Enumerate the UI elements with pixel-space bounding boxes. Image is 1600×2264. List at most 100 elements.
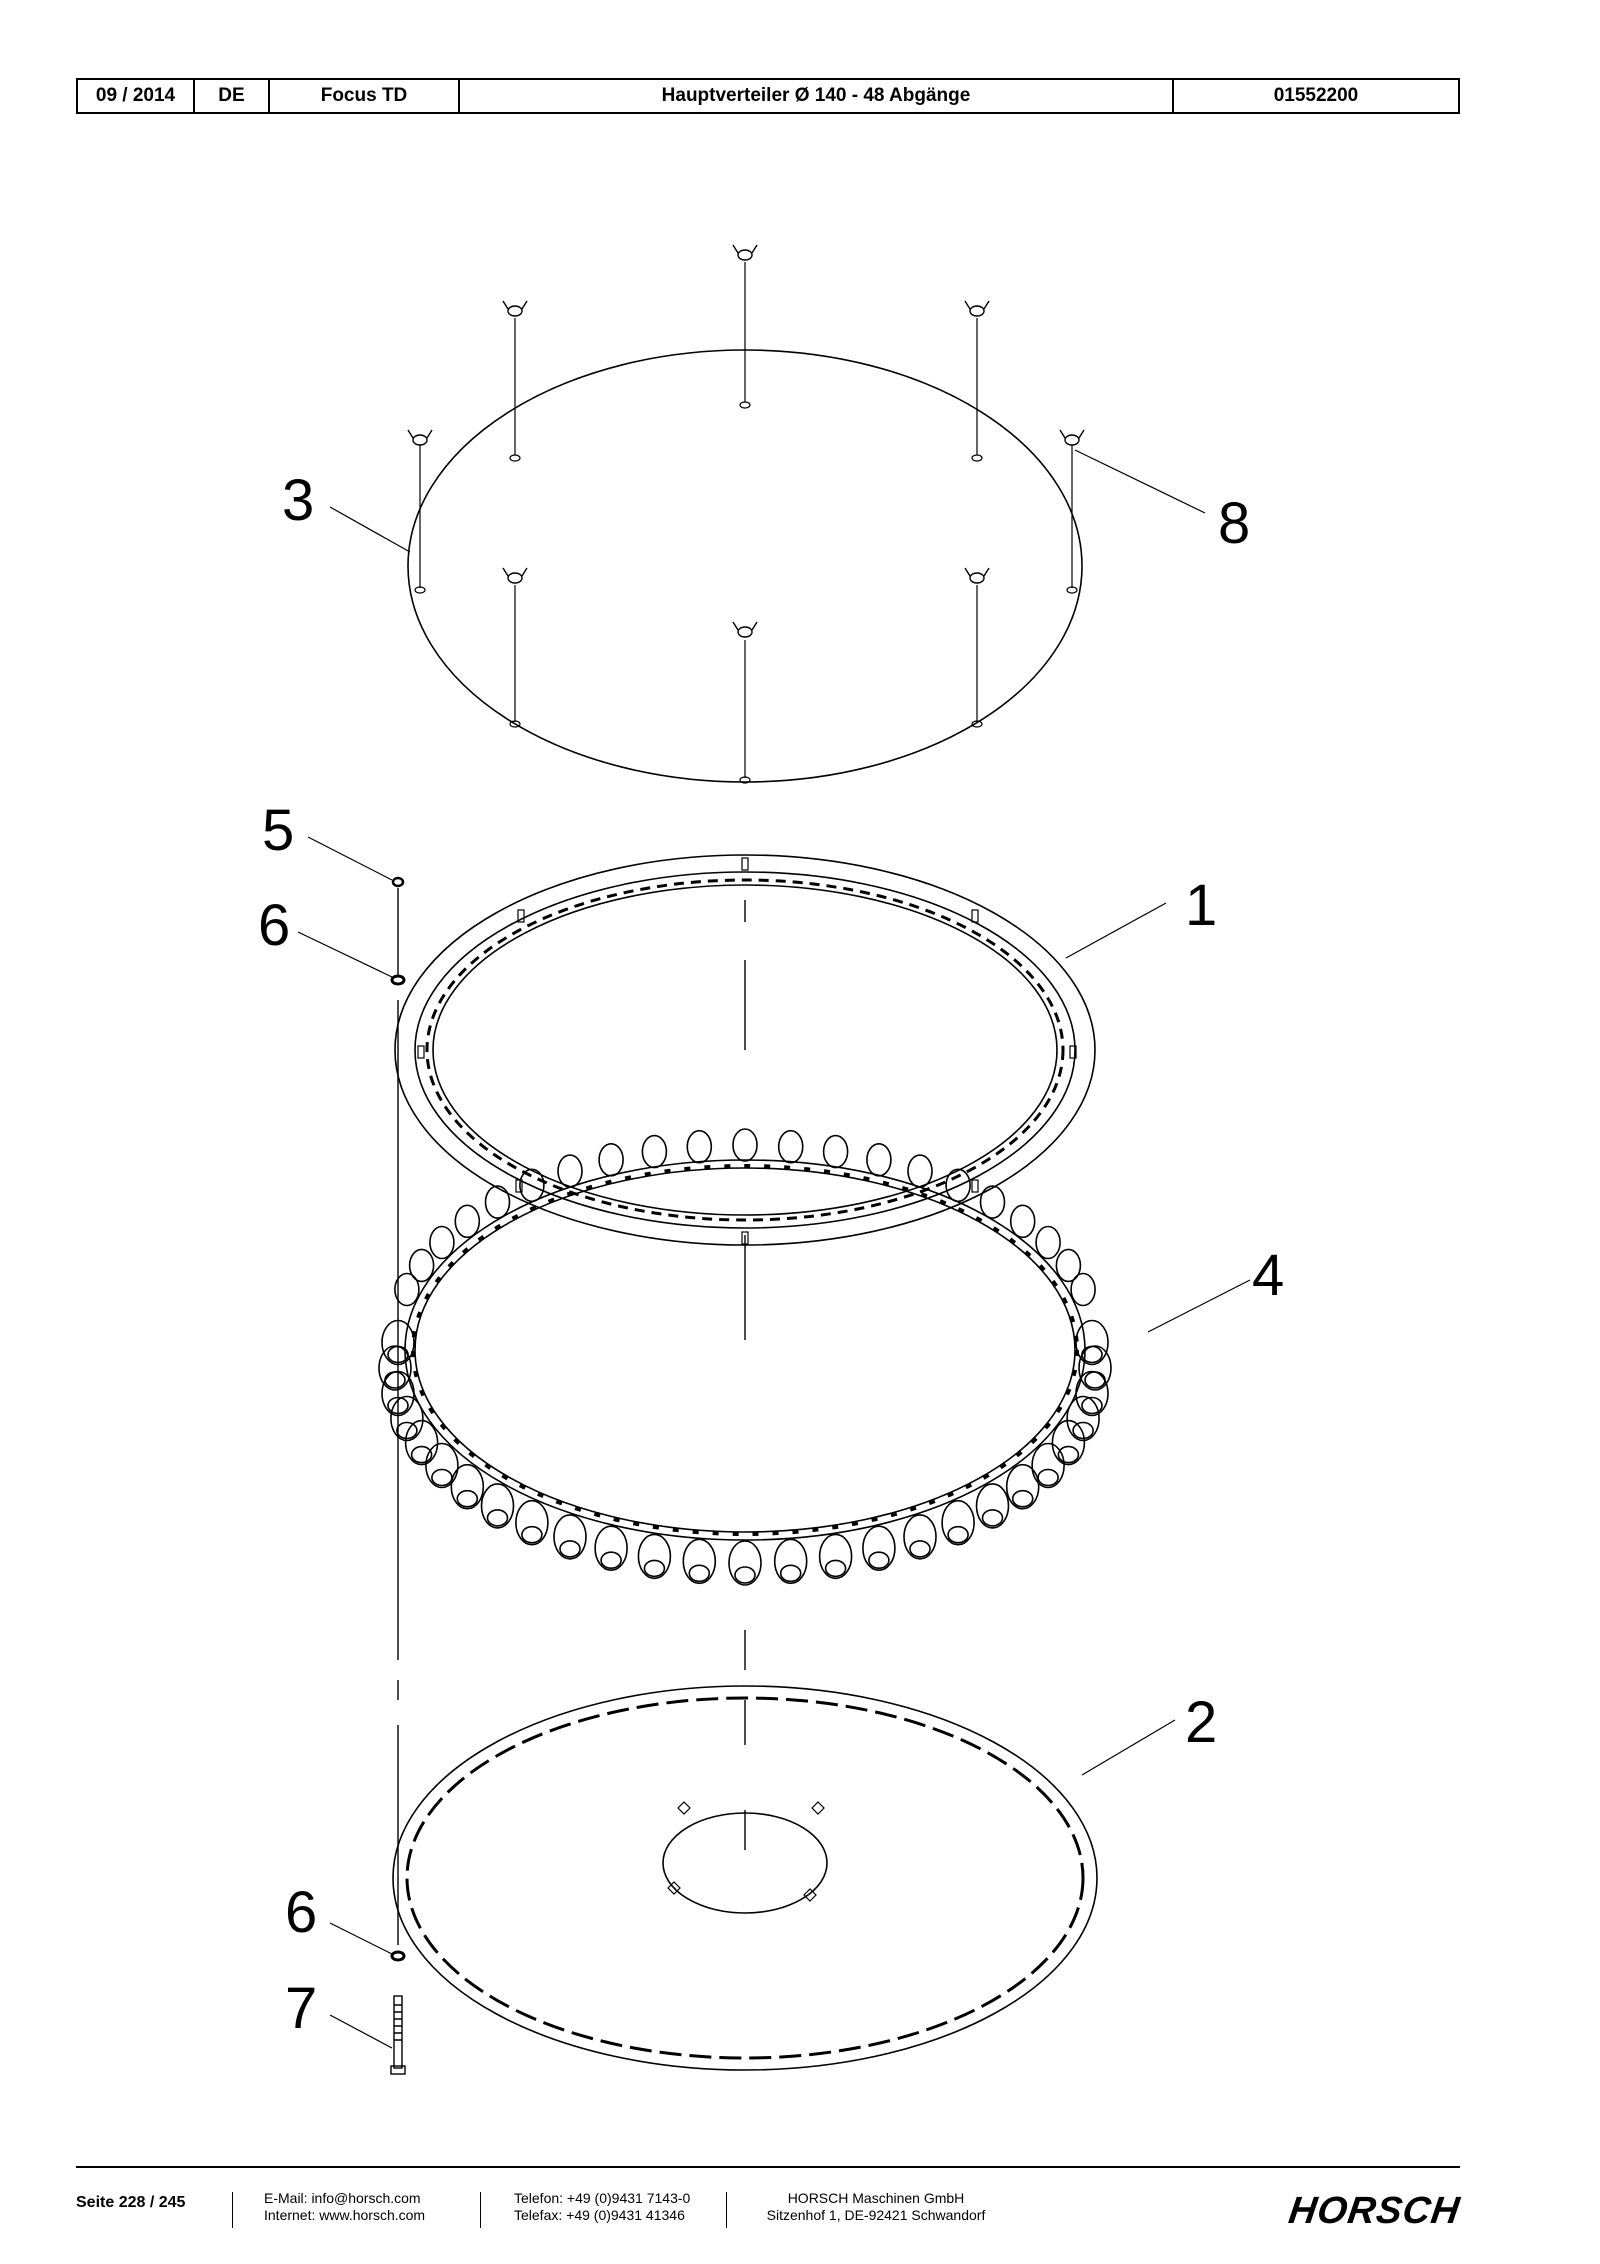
- outlet-opening: [734, 1566, 756, 1584]
- outlet-tubes: [378, 1128, 1112, 1586]
- outlet-tube: [390, 1395, 424, 1442]
- outlet-opening: [1011, 1489, 1034, 1508]
- leader-lines: [297, 449, 1251, 2049]
- footer-divider: [232, 2192, 233, 2228]
- outlet-tube: [866, 1143, 892, 1177]
- callout-6-upper: 6: [258, 893, 290, 958]
- outlet-opening: [431, 1468, 453, 1487]
- outlet-tube: [903, 1514, 937, 1560]
- outlet-tube: [1035, 1225, 1061, 1260]
- bolt: [390, 1995, 406, 2075]
- outlet-tube: [425, 1442, 459, 1489]
- callout-1: 1: [1185, 873, 1217, 938]
- footer-divider: [726, 2192, 727, 2228]
- outlet-opening: [486, 1509, 509, 1527]
- outlet-opening: [643, 1559, 666, 1578]
- callout-7: 7: [285, 1976, 317, 2041]
- outlet-opening: [559, 1540, 581, 1558]
- footer-company: HORSCH Maschinen GmbH: [787, 2190, 965, 2206]
- outlet-tube: [862, 1525, 896, 1571]
- footer-fax: Telefax: +49 (0)9431 41346: [514, 2207, 685, 2223]
- outlet-opening: [824, 1559, 847, 1578]
- outlet-tube: [1051, 1419, 1086, 1466]
- outlet-opening: [868, 1551, 890, 1569]
- outlet-tube: [1055, 1248, 1082, 1283]
- footer-address: Sitzenhof 1, DE-92421 Schwandorf: [766, 2207, 986, 2223]
- outlet-opening: [1037, 1468, 1059, 1487]
- header-title: Hauptverteiler Ø 140 - 48 Abgänge: [460, 80, 1174, 112]
- outlet-tube: [641, 1134, 668, 1169]
- outlet-tube: [598, 1143, 624, 1177]
- footer-contact-web: E-Mail: info@horsch.com Internet: www.ho…: [264, 2190, 425, 2224]
- outlet-tube: [454, 1204, 481, 1239]
- outlet-tube: [822, 1134, 849, 1169]
- header-language: DE: [195, 80, 270, 112]
- outlet-opening: [947, 1525, 969, 1544]
- page-number: Seite 228 / 245: [76, 2194, 186, 2211]
- outlet-opening: [1057, 1445, 1080, 1464]
- outlet-tube: [515, 1499, 549, 1546]
- outlet-opening: [981, 1509, 1004, 1527]
- callout-5: 5: [262, 798, 294, 863]
- outlet-tube: [378, 1345, 412, 1391]
- outlet-opening: [410, 1445, 433, 1464]
- header-part-number: 01552200: [1273, 85, 1359, 106]
- outlet-tube: [682, 1538, 717, 1585]
- callout-2: 2: [1185, 1690, 1217, 1755]
- outlet-opening: [909, 1540, 931, 1558]
- cover-holes: [414, 401, 1078, 784]
- outlet-tube: [777, 1129, 804, 1164]
- outlet-tube: [975, 1483, 1010, 1529]
- outlet-tube: [450, 1463, 485, 1510]
- outlet-tube: [394, 1272, 420, 1307]
- outlet-tube: [404, 1419, 439, 1466]
- outlet-opening: [1072, 1421, 1094, 1440]
- footer-divider: [480, 2192, 481, 2228]
- outlet-tube: [519, 1168, 545, 1203]
- callout-3: 3: [282, 468, 314, 533]
- outlet-opening: [779, 1564, 802, 1583]
- outlet-tube: [594, 1525, 628, 1571]
- outlet-opening: [1081, 1396, 1103, 1415]
- upper-ring: [394, 854, 1096, 1246]
- outlet-tube: [686, 1129, 713, 1164]
- nut: [391, 876, 405, 888]
- outlet-tube: [1009, 1204, 1036, 1239]
- outlet-opening: [456, 1489, 479, 1508]
- outlet-opening: [521, 1525, 543, 1544]
- footer-internet: Internet: www.horsch.com: [264, 2207, 426, 2223]
- outlet-tube: [1031, 1442, 1065, 1489]
- outlet-tube: [907, 1154, 933, 1188]
- outlet-tube: [979, 1185, 1006, 1219]
- outlet-opening: [1084, 1371, 1106, 1389]
- outlet-opening: [1081, 1345, 1103, 1364]
- wing-nuts: [407, 244, 1085, 638]
- outlet-tube: [553, 1514, 587, 1560]
- header-date: 09 / 2014: [78, 80, 195, 112]
- outlet-tube: [1005, 1463, 1040, 1510]
- callout-4: 4: [1252, 1243, 1284, 1308]
- outlet-tube: [1070, 1272, 1096, 1307]
- footer-contact-phone: Telefon: +49 (0)9431 7143-0 Telefax: +49…: [514, 2190, 690, 2224]
- outlet-tube: [818, 1533, 853, 1580]
- outlet-tube: [429, 1225, 455, 1260]
- header-table: 09 / 2014 DE Focus TD Hauptverteiler Ø 1…: [76, 78, 1460, 114]
- outlet-tube: [408, 1248, 435, 1283]
- washer-upper: [390, 974, 406, 986]
- outlet-tube: [732, 1128, 758, 1162]
- horsch-logo: HORSCH: [1286, 2190, 1464, 2232]
- outlet-tube: [945, 1168, 971, 1203]
- outlet-tube: [484, 1185, 511, 1219]
- wing-nut-axes: [419, 262, 1073, 778]
- footer: Seite 228 / 245 E-Mail: info@horsch.com …: [76, 2190, 1464, 2240]
- header-model: Focus TD: [270, 80, 460, 112]
- footer-email: E-Mail: info@horsch.com: [264, 2190, 421, 2206]
- washer-lower: [390, 1950, 406, 1962]
- outlet-opening: [396, 1421, 418, 1440]
- outlet-tube: [941, 1499, 975, 1546]
- footer-address-block: HORSCH Maschinen GmbH Sitzenhof 1, DE-92…: [766, 2190, 986, 2224]
- outlet-opening: [688, 1564, 711, 1583]
- outlet-tube: [637, 1533, 672, 1580]
- footer-rule: [76, 2166, 1460, 2168]
